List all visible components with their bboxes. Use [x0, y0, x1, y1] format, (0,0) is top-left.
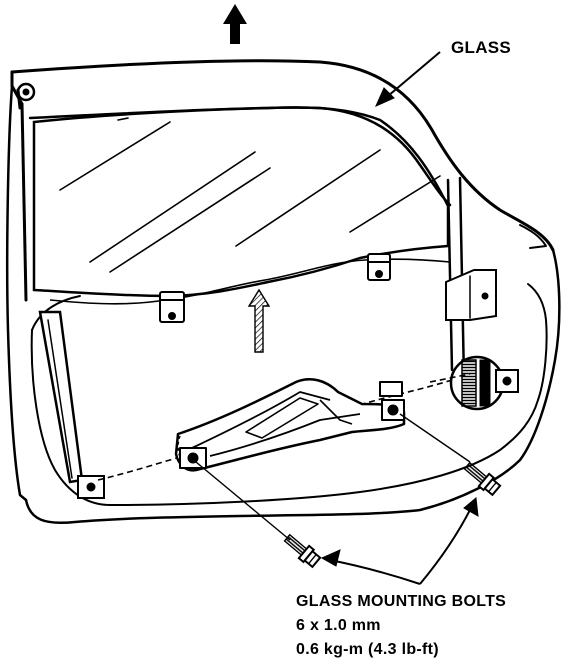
- glass-panel: [32, 106, 450, 298]
- glass-lift-arrow-icon: [247, 288, 271, 353]
- bolt-torque: 0.6 kg-m (4.3 lb-ft): [296, 641, 439, 658]
- rear-run-channel: [16, 82, 105, 499]
- bolts-title: GLASS MOUNTING BOLTS: [296, 593, 507, 610]
- detail-inset: [449, 355, 519, 411]
- glass-bracket-right: [367, 253, 391, 281]
- window-regulator: [174, 378, 406, 472]
- mounting-bolt-right-icon: [463, 461, 502, 497]
- bolt-size: 6 x 1.0 mm: [296, 617, 381, 634]
- bolt-path-lines: [195, 413, 471, 541]
- glass-leader-arrow: [375, 51, 441, 107]
- glass-label: GLASS: [451, 38, 512, 57]
- up-arrow-icon: [223, 4, 247, 44]
- mounting-bolt-left-icon: [283, 533, 322, 569]
- glass-bracket-left: [159, 291, 185, 323]
- front-run-channel: [445, 176, 497, 382]
- bolts-callout: GLASS MOUNTING BOLTS 6 x 1.0 mm 0.6 kg-m…: [296, 590, 506, 662]
- bolts-leader-arrows: [320, 497, 479, 585]
